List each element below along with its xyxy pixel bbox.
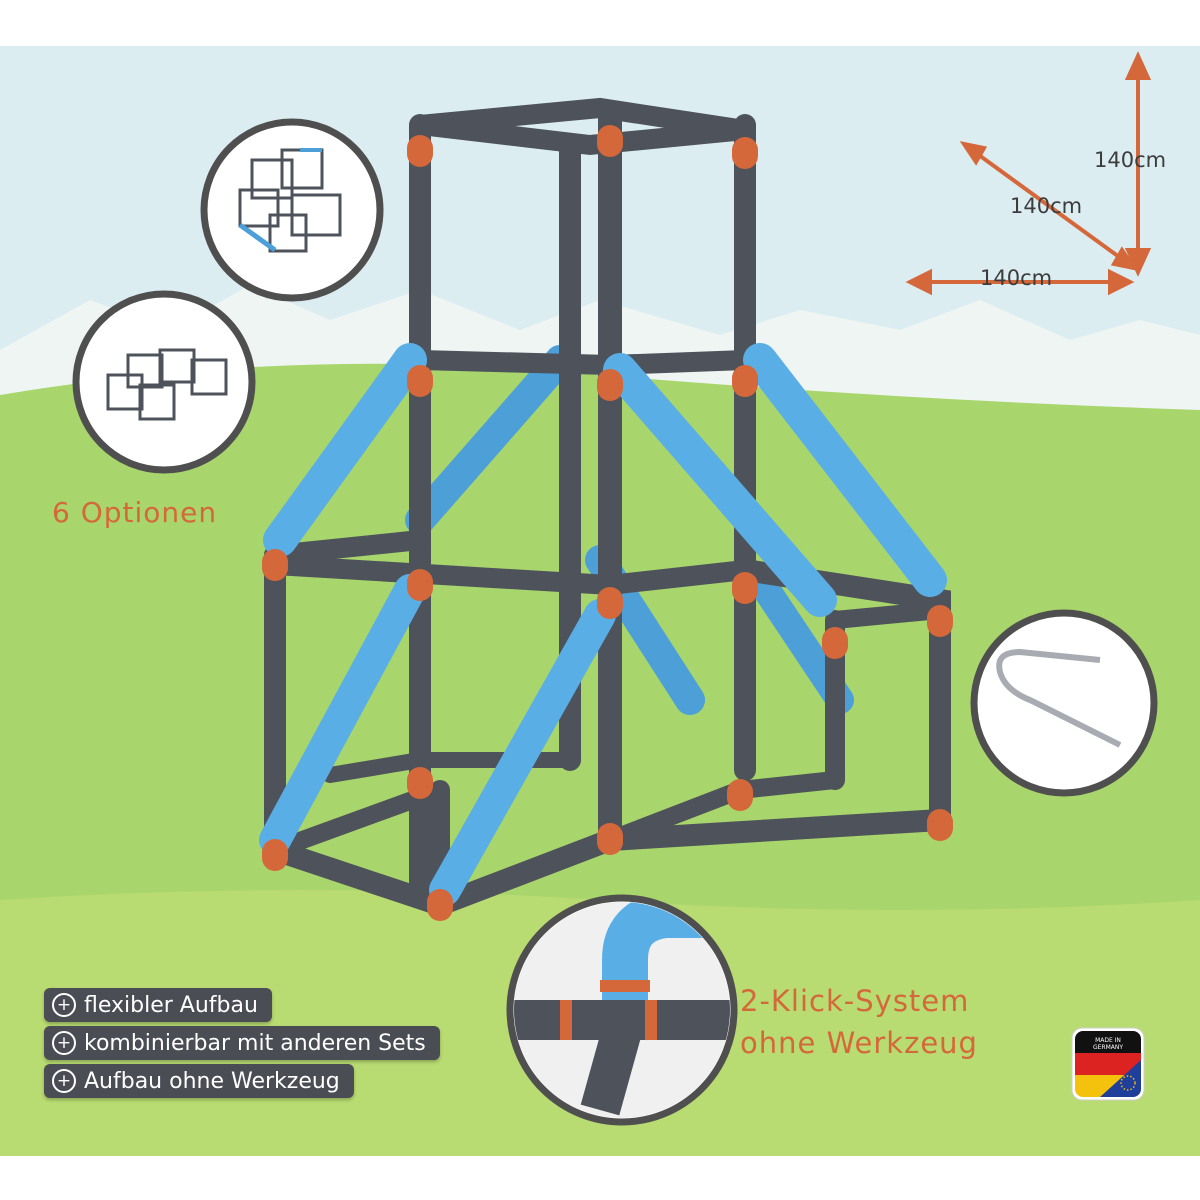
connector-circle [506, 894, 738, 1126]
made-in-germany-badge [1071, 1027, 1145, 1101]
option-circle-2 [72, 290, 256, 474]
feature-item: + flexibler Aufbau [44, 988, 272, 1022]
plus-circle-icon: + [52, 993, 76, 1017]
dimension-arrows [905, 51, 1152, 296]
feature-label: kombinierbar mit anderen Sets [84, 1030, 426, 1056]
feature-item: + Aufbau ohne Werkzeug [44, 1064, 354, 1098]
width-label: 140cm [980, 266, 1053, 290]
eu-stars-icon [1120, 1075, 1136, 1091]
badge-line2: GERMANY [1092, 1044, 1124, 1051]
cube-layout-2-icon [106, 348, 228, 421]
connector-closeup-icon [514, 902, 730, 1118]
depth-label: 140cm [1010, 194, 1083, 218]
feature-label: flexibler Aufbau [84, 992, 258, 1018]
ground-hook-icon [996, 648, 1122, 748]
hook-circle [970, 609, 1158, 797]
badge-line1: MADE IN [1095, 1037, 1121, 1044]
cube-layout-1-icon [238, 148, 342, 253]
plus-circle-icon: + [52, 1069, 76, 1093]
feature-item: + kombinierbar mit anderen Sets [44, 1026, 440, 1060]
feature-label: Aufbau ohne Werkzeug [84, 1068, 340, 1094]
height-label: 140cm [1094, 148, 1167, 172]
climbing-frame [259, 97, 953, 921]
option-circle-1 [200, 118, 384, 302]
system-line2: ohne Werkzeug [740, 1026, 978, 1060]
badge-text: MADE IN GERMANY [1078, 1037, 1138, 1051]
system-line1: 2-Klick-System [740, 984, 970, 1018]
plus-circle-icon: + [52, 1031, 76, 1055]
options-label: 6 Optionen [52, 496, 218, 529]
